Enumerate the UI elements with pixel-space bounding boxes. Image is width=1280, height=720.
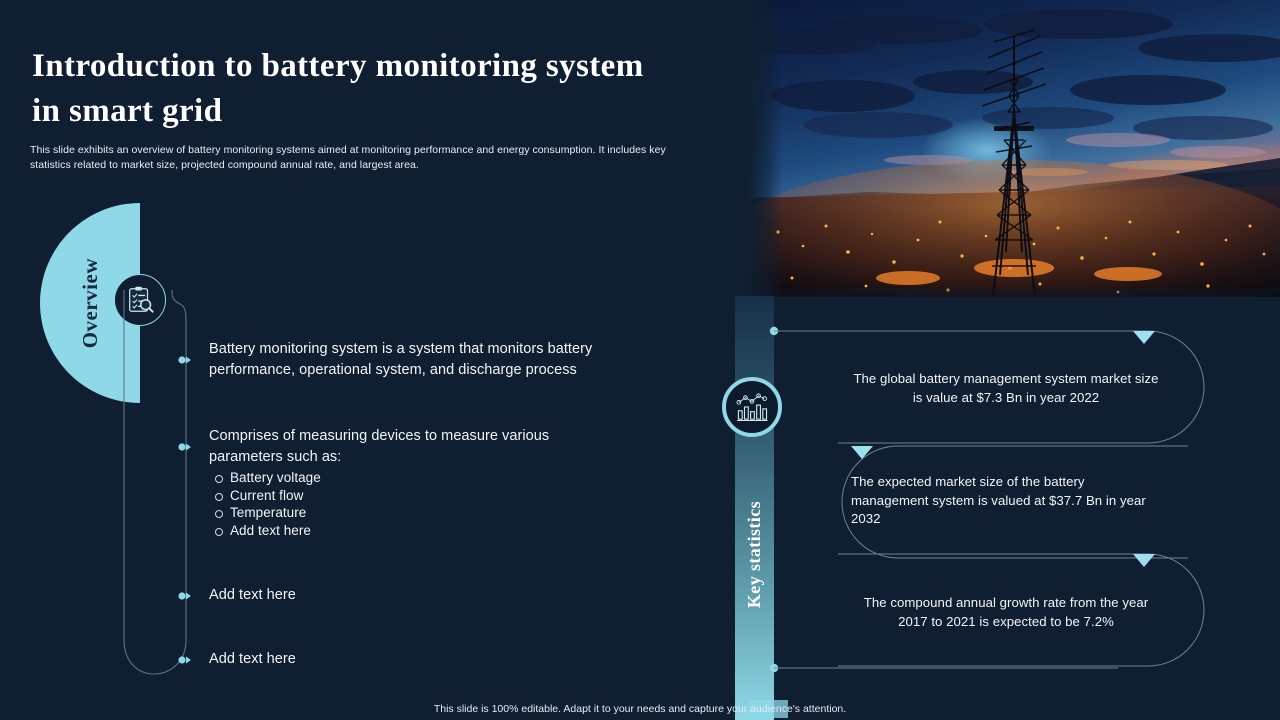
overview-bullet-2: Comprises of measuring devices to measur… bbox=[209, 426, 609, 539]
overview-bullet-4: Add text here bbox=[209, 651, 296, 667]
page-subtitle: This slide exhibits an overview of batte… bbox=[30, 144, 666, 171]
overview-bullet-2-text: Comprises of measuring devices to measur… bbox=[209, 428, 550, 465]
tower-at-dusk-illustration bbox=[748, 0, 1280, 297]
footer-accent-block bbox=[748, 700, 788, 718]
bullet-marker bbox=[178, 588, 192, 600]
stat-card-3-text: The compound annual growth rate from the… bbox=[863, 595, 1149, 629]
key-statistics-card-shapes bbox=[769, 326, 1205, 673]
sub-item: Temperature bbox=[209, 504, 609, 522]
bullet-marker bbox=[178, 439, 192, 451]
hero-image bbox=[748, 0, 1280, 297]
stat-card-2-text: The expected market size of the battery … bbox=[851, 474, 1146, 526]
bullet-marker bbox=[178, 652, 192, 664]
clipboard-search-icon bbox=[114, 274, 166, 326]
bar-line-chart-icon bbox=[722, 377, 782, 437]
slide-footer: This slide is 100% editable. Adapt it to… bbox=[433, 703, 847, 715]
overview-bullet-1: Battery monitoring system is a system th… bbox=[209, 341, 593, 378]
sub-item: Add text here bbox=[209, 522, 609, 540]
sub-item: Battery voltage bbox=[209, 469, 609, 487]
sub-item: Current flow bbox=[209, 487, 609, 505]
overview-bullet-3: Add text here bbox=[209, 587, 296, 603]
bar-line-chart-glyph bbox=[736, 393, 768, 422]
page-title: Introduction to battery monitoring syste… bbox=[32, 48, 644, 129]
clipboard-search-glyph bbox=[129, 286, 154, 313]
key-statistics-bar bbox=[735, 296, 774, 720]
hero-left-fade bbox=[748, 0, 782, 297]
stat-card-1-text: The global battery management system mar… bbox=[853, 371, 1159, 405]
overview-connector-path bbox=[123, 290, 187, 675]
overview-bullet-2-sublist: Battery voltage Current flow Temperature… bbox=[209, 469, 609, 539]
bullet-marker bbox=[178, 352, 192, 364]
overview-label: Overview bbox=[77, 257, 102, 349]
